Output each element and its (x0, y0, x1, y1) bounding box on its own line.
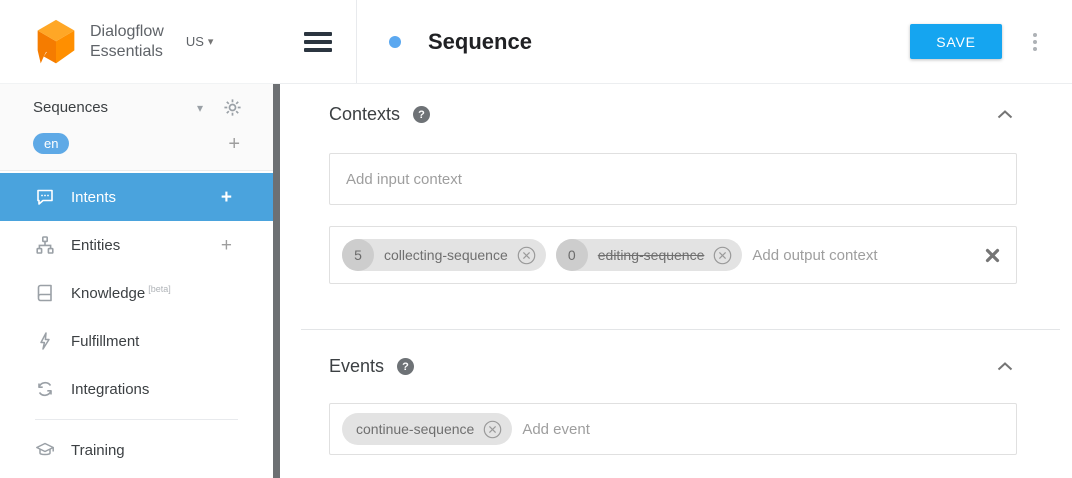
brand-area: Dialogflow Essentials US ▾ (0, 0, 280, 84)
add-language-button[interactable]: + (228, 132, 240, 155)
caret-down-icon: ▾ (207, 36, 214, 48)
context-name: collecting-sequence (384, 247, 508, 263)
help-icon[interactable]: ? (397, 358, 415, 375)
dialogflow-logo-icon (37, 19, 75, 63)
body: Sequences ▾ en + (0, 84, 1072, 478)
sidebar-item-label: Intents (71, 188, 117, 206)
agent-name[interactable]: Sequences (33, 99, 109, 116)
sidebar-scrollbar[interactable] (273, 84, 280, 478)
chat-bubble-icon (35, 187, 55, 207)
context-lifespan[interactable]: 5 (342, 239, 374, 271)
sidebar-menu: Intents + Entities + (0, 171, 280, 474)
section-divider (301, 329, 1060, 330)
collapse-events-button[interactable] (993, 358, 1017, 375)
graduation-cap-icon (35, 440, 55, 460)
intent-editor: Contexts ? 5 collecting-sequence (280, 84, 1072, 478)
add-entity-button[interactable]: + (220, 234, 232, 256)
beta-badge: [beta] (148, 284, 171, 294)
hamburger-icon (304, 28, 332, 56)
sidebar: Sequences ▾ en + (0, 84, 280, 478)
sidebar-item-label: Integrations (71, 380, 150, 398)
contexts-section-header: Contexts ? (329, 104, 1017, 125)
sidebar-item-label: Entities (71, 236, 121, 254)
sidebar-item-integrations[interactable]: Integrations (0, 365, 280, 413)
brand-name: Dialogflow Essentials (90, 22, 164, 60)
sidebar-item-fulfillment[interactable]: Fulfillment (0, 317, 280, 365)
hamburger-menu-button[interactable] (280, 0, 357, 83)
region-label: US (185, 34, 204, 49)
context-lifespan[interactable]: 0 (555, 239, 588, 271)
top-bar: Dialogflow Essentials US ▾ Sequence SAVE (0, 0, 1072, 84)
events-heading: Events (329, 356, 385, 376)
gear-icon[interactable] (223, 98, 242, 117)
caret-down-icon[interactable]: ▾ (196, 100, 203, 115)
output-context-chip[interactable]: 0 editing-sequence (555, 239, 743, 271)
output-context-chip[interactable]: 5 collecting-sequence (342, 239, 546, 271)
hierarchy-icon (35, 235, 55, 255)
clear-contexts-icon[interactable] (985, 248, 1000, 263)
sidebar-item-intents[interactable]: Intents + (0, 173, 280, 221)
agent-header: Sequences ▾ en + (0, 84, 280, 171)
remove-context-icon[interactable] (516, 245, 537, 266)
event-input[interactable] (522, 420, 1000, 438)
event-name: continue-sequence (356, 421, 475, 437)
output-context-field[interactable]: 5 collecting-sequence 0 editing-sequence (329, 226, 1017, 284)
event-chip[interactable]: continue-sequence (342, 413, 513, 445)
sidebar-item-training[interactable]: Training (0, 426, 280, 474)
input-context-field[interactable] (329, 153, 1017, 205)
remove-context-icon[interactable] (712, 245, 733, 266)
output-context-input[interactable] (752, 246, 967, 264)
book-icon (35, 283, 55, 303)
contexts-heading: Contexts (329, 104, 401, 124)
sidebar-item-label: Training (71, 441, 125, 459)
context-name: editing-sequence (597, 247, 705, 263)
chevron-up-icon (997, 362, 1013, 371)
toolbar: Sequence SAVE (280, 0, 1072, 84)
more-options-button[interactable] (1028, 29, 1042, 55)
events-field[interactable]: continue-sequence (329, 403, 1017, 455)
language-badge[interactable]: en (33, 133, 70, 154)
region-selector[interactable]: US ▾ (186, 34, 214, 49)
events-section-header: Events ? (329, 356, 1017, 377)
add-intent-button[interactable]: + (220, 186, 232, 208)
sidebar-item-knowledge[interactable]: Knowledge[beta] (0, 269, 280, 317)
sidebar-divider (35, 419, 238, 420)
sync-arrows-icon (35, 379, 55, 399)
intent-status-dot (389, 35, 401, 48)
bolt-icon (35, 331, 55, 351)
help-icon[interactable]: ? (413, 106, 431, 123)
save-button[interactable]: SAVE (910, 24, 1002, 59)
page-title: Sequence (428, 28, 532, 54)
sidebar-item-label: Knowledge[beta] (71, 284, 171, 302)
chevron-up-icon (997, 110, 1013, 119)
remove-event-icon[interactable] (482, 419, 503, 440)
sidebar-item-label: Fulfillment (71, 332, 140, 350)
collapse-contexts-button[interactable] (993, 106, 1017, 123)
sidebar-item-entities[interactable]: Entities + (0, 221, 280, 269)
